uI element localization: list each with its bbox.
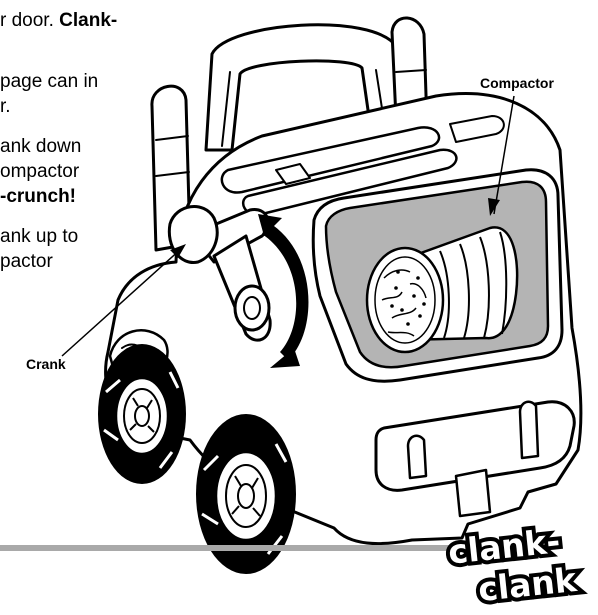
compactor-disc [367,248,443,352]
brand-line-2: clank [477,563,579,606]
bottom-divider [0,545,452,551]
crank-label: Crank [26,356,66,372]
compactor-label: Compactor [480,75,554,91]
front-left-wheel [98,344,186,484]
crank-pivot [235,286,269,330]
